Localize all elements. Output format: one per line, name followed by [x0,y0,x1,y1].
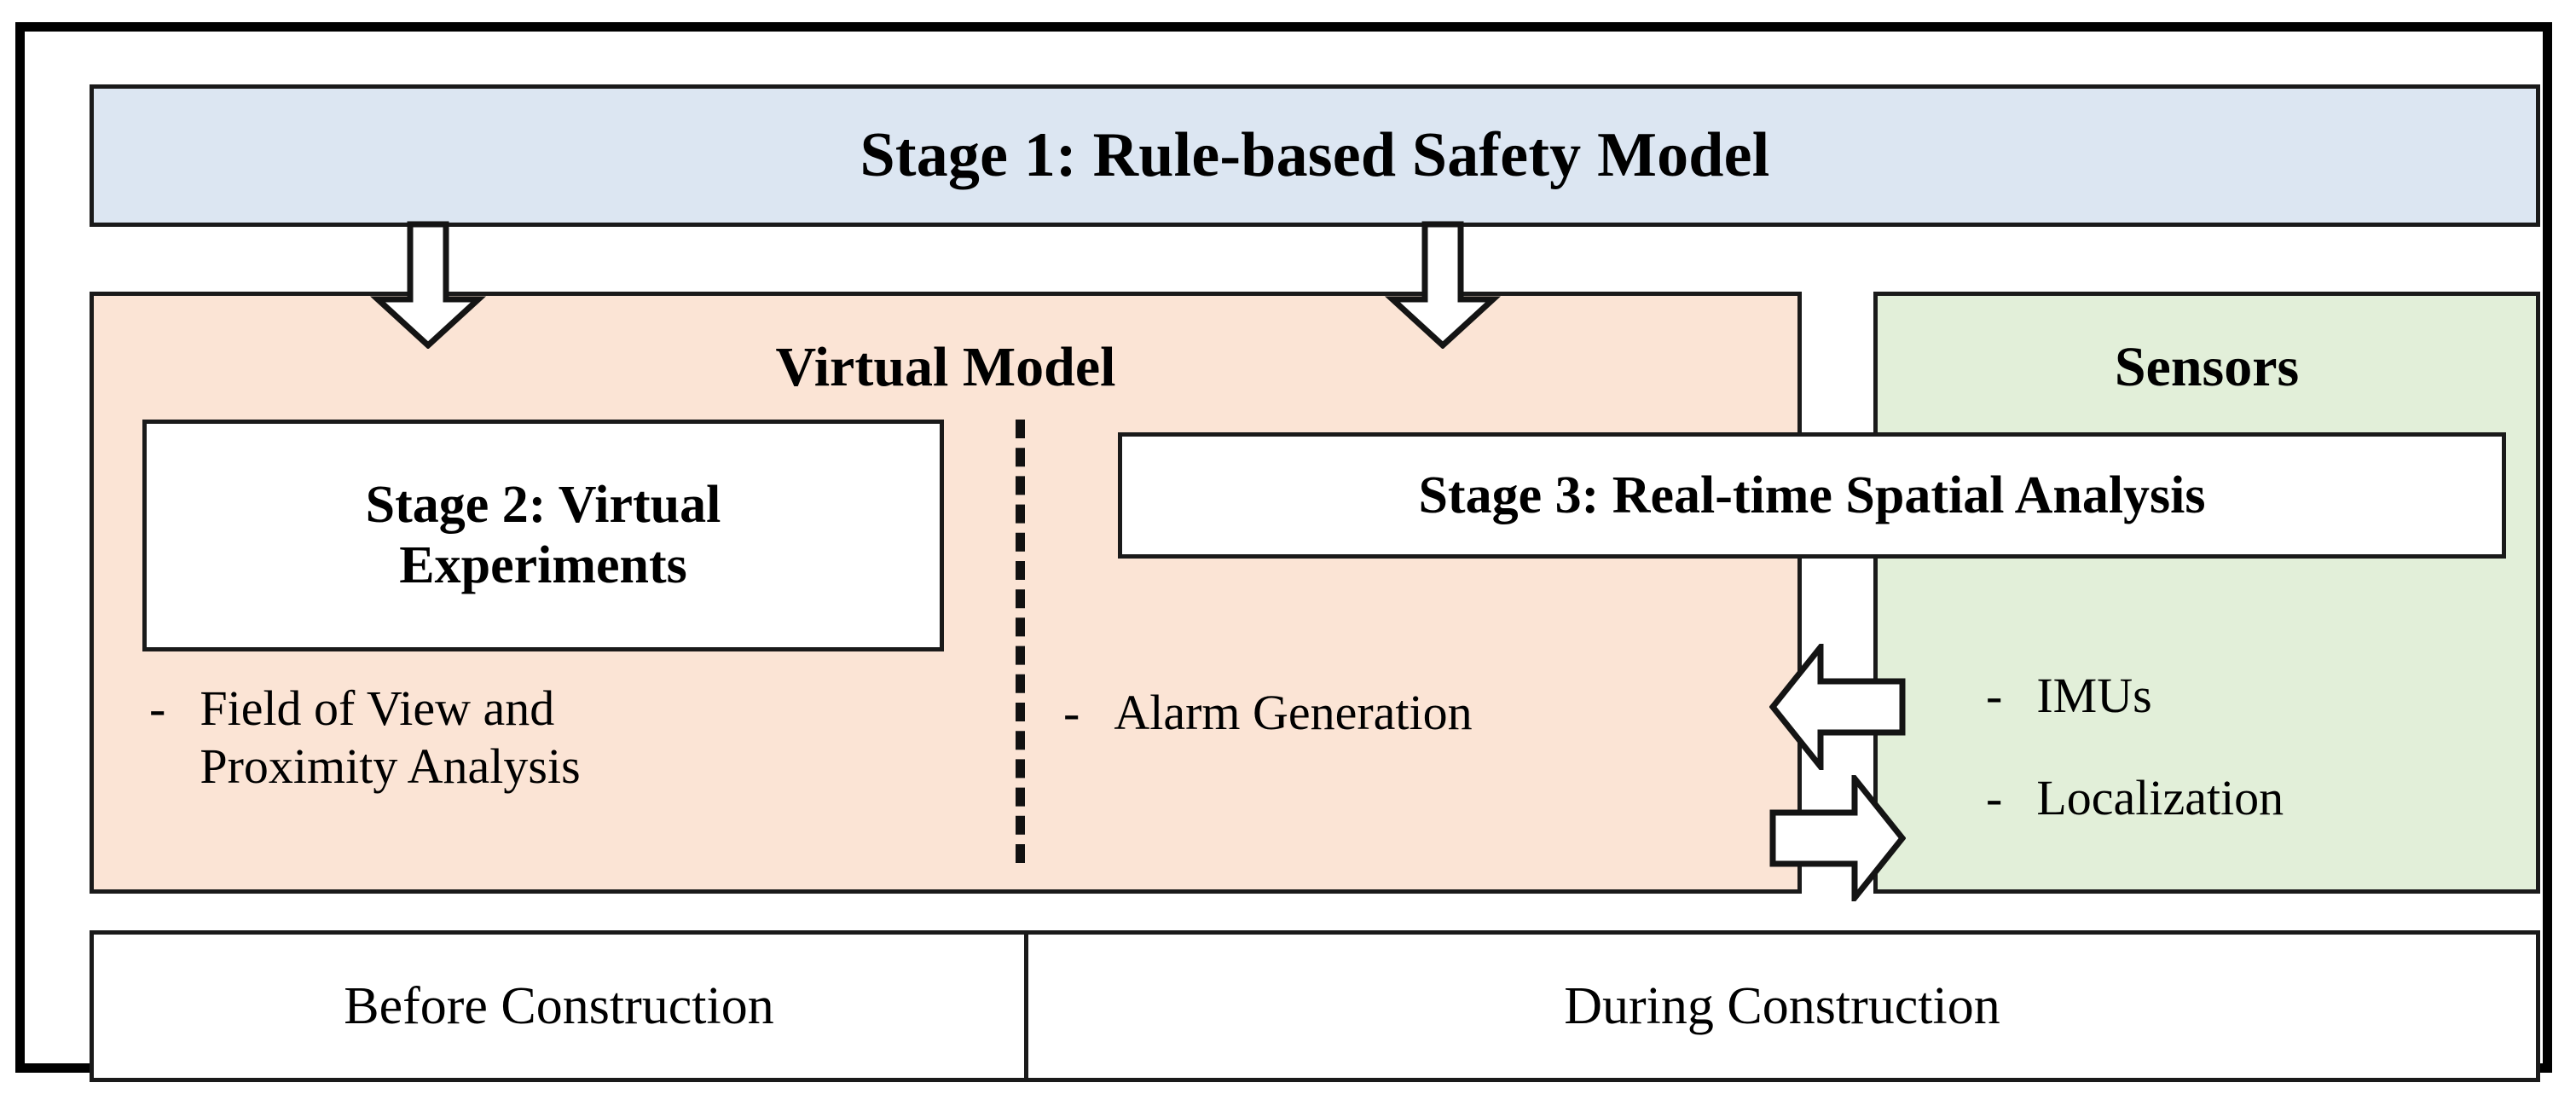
stage-2-title-line-2: Experiments [399,536,687,594]
timeline-before-construction: Before Construction [94,935,1028,1078]
timeline-strip: Before Construction During Construction [90,930,2540,1082]
stage-3-title: Stage 3: Real-time Spatial Analysis [1418,466,2206,524]
virtual-model-title: Virtual Model [775,336,1116,398]
stage-2-title-line-1: Stage 2: Virtual [365,475,721,534]
stage-3-bullet: - Alarm Generation [1063,684,1831,742]
sensors-title: Sensors [2114,336,2300,398]
stage-1-banner: Stage 1: Rule-based Safety Model [90,84,2540,227]
sensors-panel: Sensors [1873,292,2540,894]
stage-3-box: Stage 3: Real-time Spatial Analysis [1118,432,2506,559]
sensor-item-imus-text: IMUs [2036,668,2152,723]
stage-2-box: Stage 2: Virtual Experiments [142,420,944,651]
timeline-during-construction: During Construction [1564,976,2000,1035]
bullet-marker-icon: - [149,680,166,736]
bullet-marker-icon: - [1063,685,1080,740]
stage-3-bullet-text: Alarm Generation [1114,685,1473,740]
sensor-item-localization-text: Localization [2036,770,2284,825]
diagram-outer-frame: Stage 1: Rule-based Safety Model Virtual… [15,22,2552,1082]
stage-2-bullet: - Field of View and Proximity Analysis [149,680,917,796]
virtual-model-dashed-divider [1016,420,1025,863]
sensor-item-imus: - IMUs [1986,667,2515,725]
bullet-marker-icon: - [1986,770,2003,825]
bullet-marker-icon: - [1986,668,2003,723]
stage-1-title: Stage 1: Rule-based Safety Model [860,120,1770,190]
stage-2-bullet-text: Field of View and Proximity Analysis [200,680,581,795]
sensor-item-localization: - Localization [1986,769,2515,827]
